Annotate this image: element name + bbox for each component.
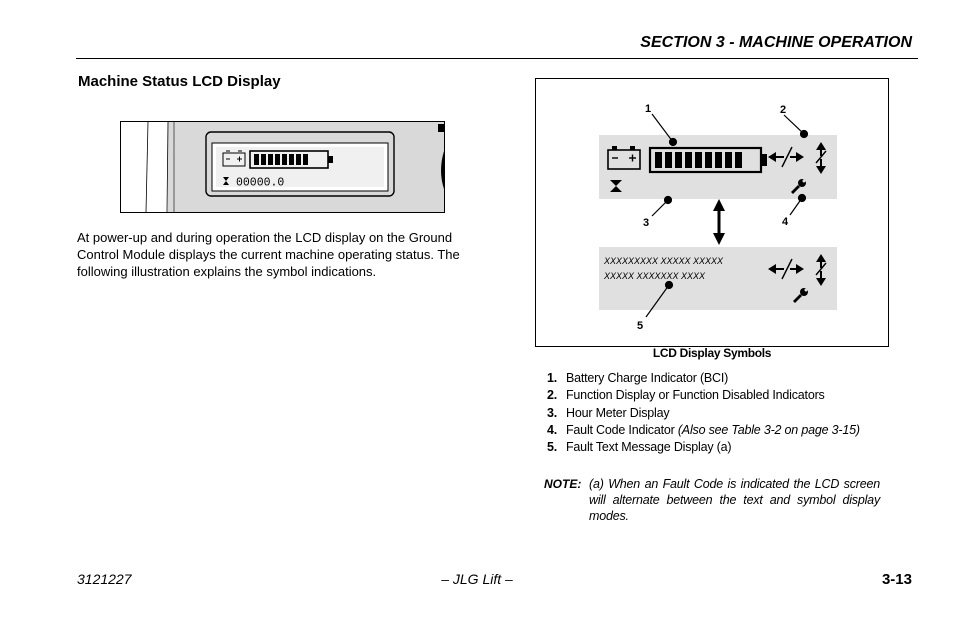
legend-item: 3.Hour Meter Display bbox=[547, 405, 670, 420]
callout-5: 5 bbox=[637, 320, 643, 332]
callout-1: 1 bbox=[645, 103, 651, 115]
lift-function-icon-bottom bbox=[815, 254, 827, 286]
section-title: SECTION 3 - MACHINE OPERATION bbox=[640, 34, 912, 51]
alternate-modes-arrow bbox=[713, 199, 725, 245]
drive-function-icon bbox=[768, 146, 804, 168]
legend-item: 2.Function Display or Function Disabled … bbox=[547, 388, 825, 403]
legend-item: 5.Fault Text Message Display (a) bbox=[547, 440, 732, 455]
fault-text-line-2: XXXXX XXXXXXX XXXX bbox=[603, 271, 706, 281]
wrench-icon bbox=[791, 179, 806, 194]
battery-charge-indicator bbox=[648, 146, 767, 174]
lcd-photo: 00000.0 bbox=[120, 121, 445, 213]
document-number: 3121227 bbox=[77, 571, 132, 587]
legend-item: 4.Fault Code Indicator (Also see Table 3… bbox=[547, 422, 860, 437]
lift-function-icon bbox=[815, 142, 827, 174]
battery-icon bbox=[607, 146, 641, 170]
legend-item: 1.Battery Charge Indicator (BCI) bbox=[547, 371, 729, 385]
symbol-legend: 1.Battery Charge Indicator (BCI) 2.Funct… bbox=[547, 370, 907, 456]
drive-function-icon-bottom bbox=[768, 258, 804, 280]
callout-3: 3 bbox=[643, 217, 649, 229]
note-text: (a) When an Fault Code is indicated the … bbox=[589, 477, 880, 523]
hour-meter-reading: 00000.0 bbox=[236, 177, 284, 190]
page-heading: Machine Status LCD Display bbox=[78, 73, 281, 90]
hourglass-icon bbox=[610, 180, 622, 192]
figure-caption: LCD Display Symbols bbox=[652, 346, 772, 360]
footer-brand: – JLG Lift – bbox=[441, 571, 513, 587]
intro-paragraph: At power-up and during operation the LCD… bbox=[77, 230, 460, 279]
callout-2: 2 bbox=[780, 104, 786, 116]
lcd-symbols-figure: XXXXXXXXX XXXXX XXXXX XXXXX XXXXXXX XXXX bbox=[535, 78, 889, 347]
page-number: 3-13 bbox=[881, 571, 912, 588]
note-label: NOTE: bbox=[544, 477, 582, 491]
header-rule bbox=[76, 58, 918, 59]
callout-4: 4 bbox=[782, 216, 789, 228]
fault-text-line-1: XXXXXXXXX XXXXX XXXXX bbox=[603, 256, 724, 266]
wrench-icon-bottom bbox=[793, 288, 808, 303]
